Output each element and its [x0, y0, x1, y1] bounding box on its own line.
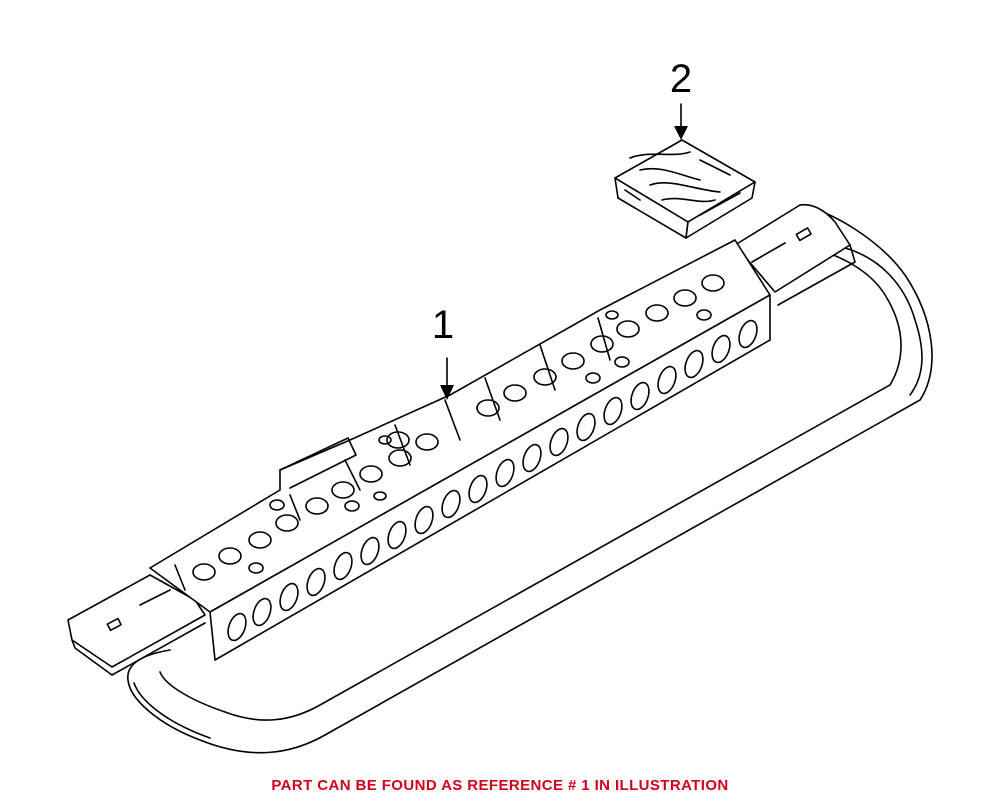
reference-caption: PART CAN BE FOUND AS REFERENCE # 1 IN IL…: [271, 777, 729, 794]
lens-frame-outer: [127, 204, 933, 754]
callout-1: 1: [432, 303, 454, 400]
callout-1-arrowhead: [440, 385, 454, 400]
mount-tab-right: [734, 203, 851, 293]
callout-1-label: 1: [432, 303, 454, 347]
brake-light-assembly: [67, 203, 933, 754]
housing-top-face: [149, 239, 771, 613]
callout-2-label: 2: [670, 57, 692, 101]
lens-frame-inner: [159, 249, 902, 721]
callout-2: 2: [670, 57, 692, 140]
callout-2-arrowhead: [674, 126, 688, 140]
top-face-holes: [192, 274, 725, 581]
seal-pad: [614, 139, 756, 239]
led-row: [227, 319, 758, 642]
